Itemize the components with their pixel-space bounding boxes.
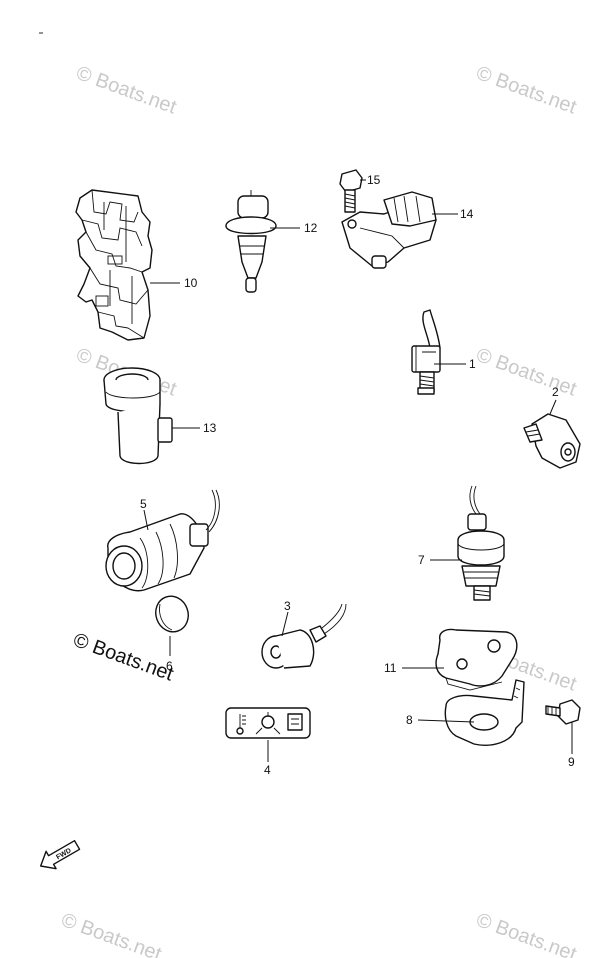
callout-15: 15 — [367, 173, 381, 187]
callout-14: 14 — [460, 207, 474, 221]
fwd-arrow-icon: FWD — [39, 839, 81, 870]
callout-6: 6 — [166, 659, 173, 673]
callout-10: 10 — [184, 276, 198, 290]
callout-2: 2 — [552, 385, 559, 399]
part-11-gasket — [435, 628, 518, 691]
part-12-sensor — [225, 190, 277, 293]
callout-7: 7 — [418, 553, 425, 567]
credit-watermark: © Boats.net — [70, 629, 176, 686]
part-6-cap — [155, 595, 189, 633]
part-10-bracket — [75, 189, 153, 341]
watermark: © Boats.net — [473, 909, 579, 958]
watermark: © Boats.net — [473, 344, 579, 401]
callout-13: 13 — [203, 421, 217, 435]
callout-5: 5 — [140, 497, 147, 511]
part-4-decal — [225, 707, 311, 739]
part-2-knock-sensor — [523, 413, 581, 469]
part-14-pressure-sensor — [341, 191, 437, 269]
watermark: © Boats.net — [73, 62, 179, 119]
part-5-connector — [105, 489, 220, 592]
watermark: © Boats.net — [473, 62, 579, 119]
part-9-bolt — [545, 699, 581, 725]
callout-8: 8 — [406, 713, 413, 727]
callout-11: 11 — [384, 661, 397, 675]
fwd-label: FWD — [55, 847, 72, 861]
battery-icon — [287, 713, 303, 731]
part-8-bracket — [444, 679, 525, 746]
callout-12: 12 — [304, 221, 318, 235]
callout-9: 9 — [568, 755, 575, 769]
callout-1: 1 — [469, 357, 476, 371]
watermark: © Boats.net — [58, 909, 164, 958]
leader-lines — [143, 179, 573, 762]
callout-4: 4 — [264, 763, 271, 777]
part-13-boot — [103, 367, 173, 465]
callouts: 10 12 15 14 1 2 13 5 6 3 4 7 11 8 9 — [140, 173, 575, 777]
part-15-bolt — [339, 169, 363, 213]
oil-can-icon — [255, 712, 281, 735]
part-7-sensor — [457, 485, 505, 601]
part-3-grommet — [261, 603, 347, 669]
callout-3: 3 — [284, 599, 291, 613]
part-1-temperature-sensor — [411, 309, 441, 395]
thermometer-icon — [236, 714, 246, 735]
